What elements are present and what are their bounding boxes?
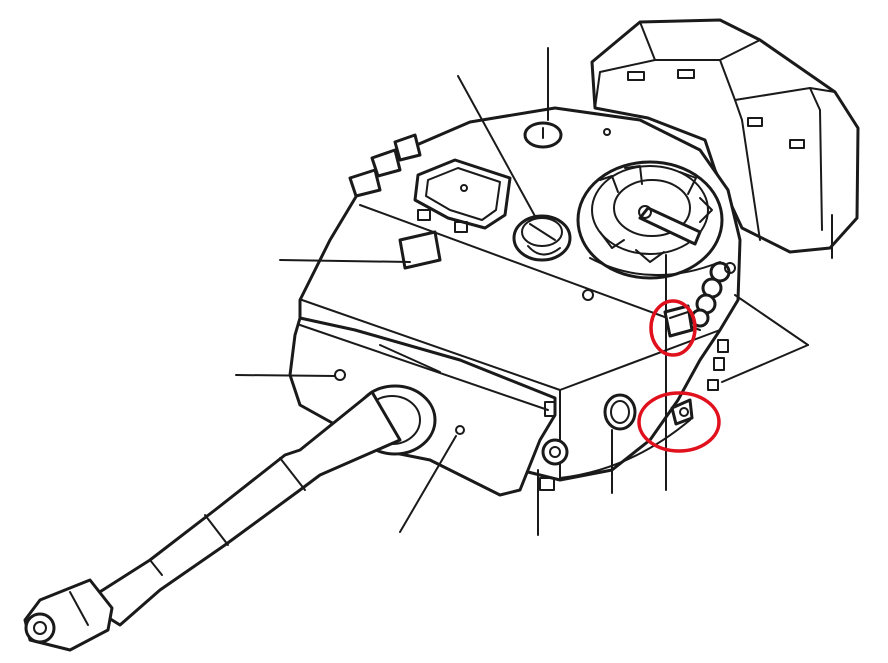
- leader-line: [279, 259, 411, 263]
- side-pistol-port-plug: [670, 398, 694, 426]
- side-clips: [544, 339, 729, 417]
- rear-roof-port: [523, 121, 563, 149]
- stowage-bin: [590, 18, 860, 254]
- loader-hatch: [413, 158, 512, 233]
- leader-line: [734, 294, 809, 346]
- grab-handles: [348, 133, 442, 270]
- roof-bolt: [582, 289, 594, 301]
- ventilator: [512, 214, 572, 262]
- side-port: [603, 393, 637, 431]
- leader-line: [399, 435, 457, 533]
- roof-rivet: [603, 128, 611, 136]
- highlight-circle-pistol-port: [637, 391, 721, 453]
- main-gun-barrel: [23, 384, 437, 652]
- highlight-circle-vision-port: [649, 299, 697, 357]
- commander-cupola: [576, 160, 724, 280]
- leader-line: [721, 344, 809, 383]
- leader-line: [235, 374, 336, 377]
- side-vision-port: [663, 304, 694, 338]
- leader-line: [457, 75, 537, 219]
- highlight-markers: [637, 299, 721, 453]
